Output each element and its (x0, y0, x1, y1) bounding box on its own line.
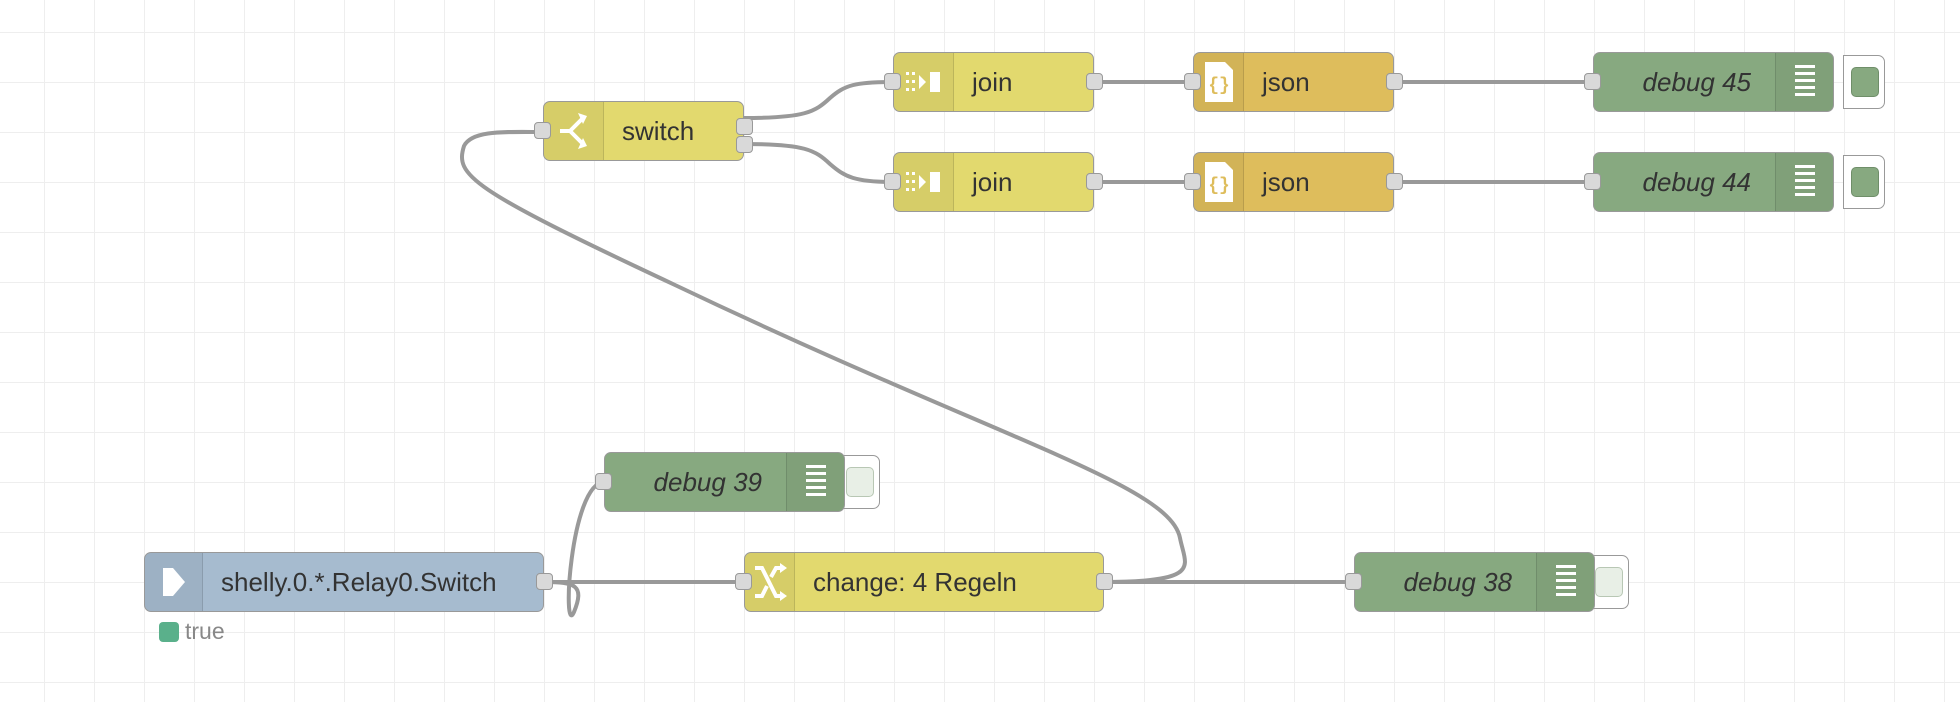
json-node-top[interactable]: {} json (1184, 52, 1403, 112)
debug-list-icon (1775, 153, 1833, 211)
svg-text:{}: {} (1208, 76, 1230, 96)
debug-input-port[interactable] (1584, 73, 1601, 90)
switch-output-port-1[interactable] (736, 118, 753, 135)
status-dot (159, 621, 179, 642)
switch-icon (544, 102, 604, 160)
join-label: join (972, 66, 1013, 97)
status-text: true (185, 618, 225, 644)
debug-39-node[interactable]: debug 39 (595, 452, 845, 512)
wire (542, 480, 606, 618)
debug-45-node[interactable]: debug 45 (1584, 52, 1834, 112)
debug-label: debug 39 (653, 466, 762, 497)
join-input-port[interactable] (884, 173, 901, 190)
toggle-indicator (846, 467, 874, 497)
json-node-bottom[interactable]: {} json (1184, 152, 1403, 212)
change-node[interactable]: change: 4 Regeln (735, 552, 1113, 612)
switch-input-port[interactable] (534, 122, 551, 139)
json-input-port[interactable] (1184, 73, 1201, 90)
json-braces-icon: {} (1194, 53, 1244, 111)
debug-44-toggle-button[interactable] (1843, 155, 1885, 209)
change-input-port[interactable] (735, 573, 752, 590)
join-output-port[interactable] (1086, 173, 1103, 190)
change-label: change: 4 Regeln (813, 566, 1017, 597)
join-icon (894, 53, 954, 111)
switch-output-port-2[interactable] (736, 136, 753, 153)
shuffle-icon (745, 553, 795, 611)
json-output-port[interactable] (1386, 173, 1403, 190)
join-label: join (972, 166, 1013, 197)
debug-input-port[interactable] (1584, 173, 1601, 190)
shelly-output-port[interactable] (536, 573, 553, 590)
shelly-status: true (159, 618, 225, 645)
json-output-port[interactable] (1386, 73, 1403, 90)
debug-input-port[interactable] (1345, 573, 1362, 590)
join-input-port[interactable] (884, 73, 901, 90)
debug-45-toggle-button[interactable] (1843, 55, 1885, 109)
debug-44-node[interactable]: debug 44 (1584, 152, 1834, 212)
arrow-right-icon (145, 553, 203, 611)
join-node-top[interactable]: join (884, 52, 1103, 112)
json-label: json (1262, 66, 1310, 97)
toggle-indicator (1851, 67, 1879, 97)
json-input-port[interactable] (1184, 173, 1201, 190)
debug-39-toggle-button[interactable] (838, 455, 880, 509)
debug-label: debug 45 (1642, 66, 1751, 97)
join-icon (894, 153, 954, 211)
shelly-input-node[interactable]: shelly.0.*.Relay0.Switch (144, 552, 553, 612)
debug-list-icon (1775, 53, 1833, 111)
wire (742, 80, 895, 120)
svg-text:{}: {} (1208, 176, 1230, 196)
debug-list-icon (786, 453, 844, 511)
shelly-label: shelly.0.*.Relay0.Switch (221, 566, 497, 597)
switch-label: switch (622, 115, 695, 146)
debug-label: debug 44 (1642, 166, 1751, 197)
change-output-port[interactable] (1096, 573, 1113, 590)
json-braces-icon: {} (1194, 153, 1244, 211)
switch-node[interactable]: switch (534, 101, 753, 161)
debug-list-icon (1536, 553, 1594, 611)
json-label: json (1262, 166, 1310, 197)
debug-38-node[interactable]: debug 38 (1345, 552, 1595, 612)
join-output-port[interactable] (1086, 73, 1103, 90)
debug-input-port[interactable] (595, 473, 612, 490)
join-node-bottom[interactable]: join (884, 152, 1103, 212)
toggle-indicator (1851, 167, 1879, 197)
toggle-indicator (1595, 567, 1623, 597)
wire (742, 142, 895, 184)
debug-label: debug 38 (1403, 566, 1512, 597)
